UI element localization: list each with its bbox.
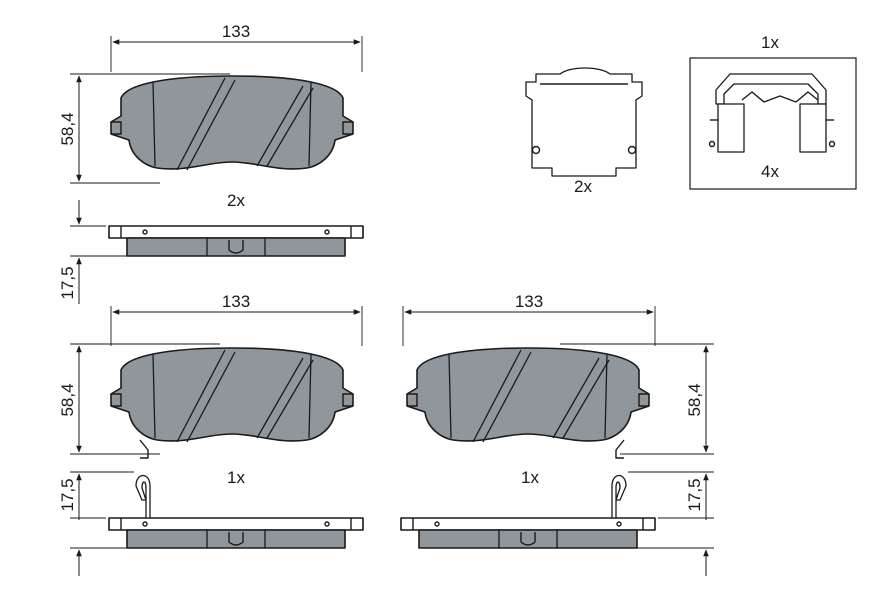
top-pad-quantity: 2x (227, 191, 245, 210)
bottom-right-pad-face (406, 347, 650, 443)
bottom-left-pad-side-view (108, 517, 364, 549)
bottom-left-pad-group: 133 58,4 1x 17,5 (58, 292, 364, 576)
top-width-label: 133 (222, 22, 250, 41)
top-height-label: 58,4 (58, 112, 77, 145)
bottom-right-thickness-label: 17,5 (685, 478, 704, 511)
bottom-left-thickness-label: 17,5 (58, 478, 77, 511)
bottom-left-height-label: 58,4 (58, 383, 77, 416)
kit-clips-quantity: 4x (761, 162, 779, 181)
hardware-kit-group: 1x 4x (689, 33, 857, 190)
bottom-right-pad-group: 133 58,4 1x 17,5 (400, 292, 714, 576)
bottom-left-width-label: 133 (222, 292, 250, 311)
anti-rattle-spring-group: 2x (525, 67, 643, 196)
bottom-left-pad-quantity: 1x (227, 468, 245, 487)
bottom-left-pad-face (110, 347, 354, 443)
top-thickness-label: 17,5 (58, 266, 77, 299)
wear-indicator-right-icon (611, 474, 627, 519)
kit-box-quantity: 1x (761, 33, 779, 52)
spring-quantity: 2x (574, 177, 592, 196)
top-pad-group: 133 58,4 2x 17,5 (58, 22, 364, 304)
top-pad-face (110, 75, 354, 171)
anti-rattle-spring-icon (525, 67, 643, 177)
bottom-right-pad-quantity: 1x (521, 468, 539, 487)
guide-clip-icon (708, 73, 836, 153)
top-pad-side-view (108, 225, 364, 257)
wear-indicator-left-icon (135, 474, 151, 519)
bottom-right-height-label: 58,4 (685, 383, 704, 416)
bottom-right-width-label: 133 (515, 292, 543, 311)
bottom-right-pad-side-view (400, 517, 656, 549)
